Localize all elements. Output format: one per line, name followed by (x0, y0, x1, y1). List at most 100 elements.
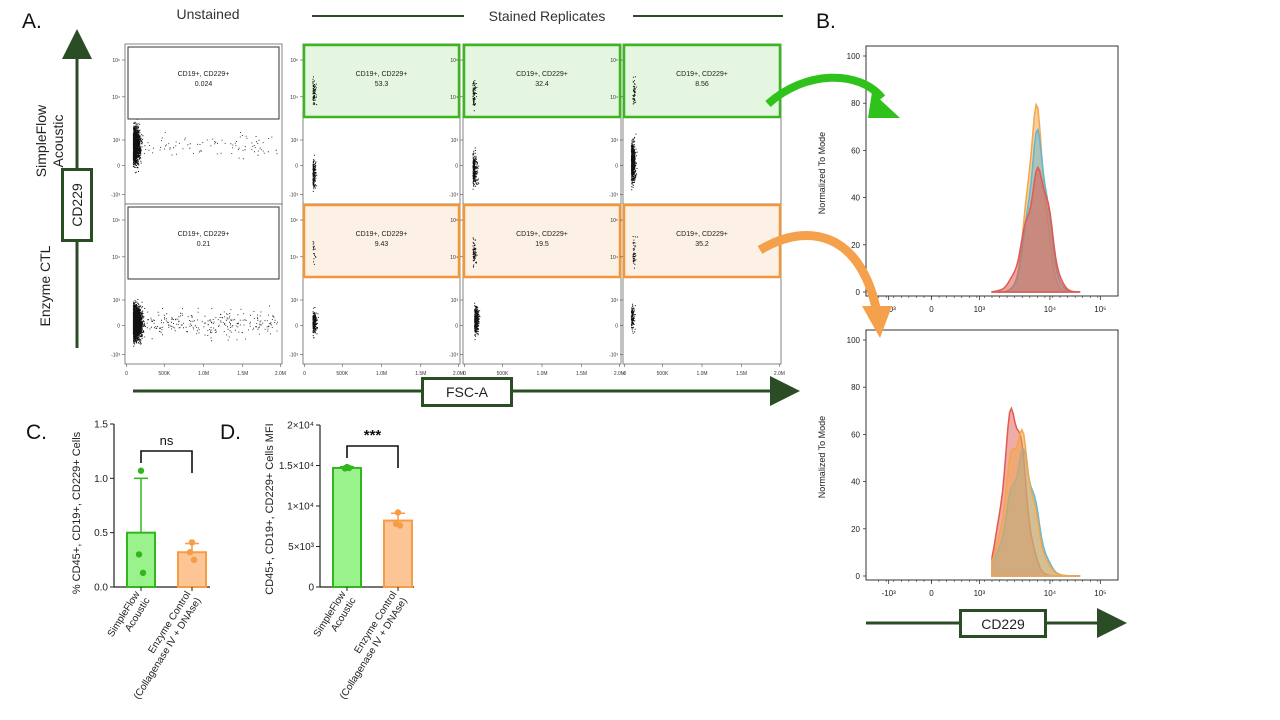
flow-y-tick: -10³ (289, 352, 298, 358)
gate-box (622, 43, 782, 119)
hist-x-tick: 10⁴ (1044, 305, 1057, 314)
flow-y-tick: 10⁴ (450, 95, 458, 101)
bar-chart-d: 05×10³1×10⁴1.5×10⁴2×10⁴SimpleFlowAcousti… (279, 421, 414, 701)
gate-box (462, 203, 622, 279)
header-rule-left (312, 15, 464, 17)
flow-y-tick: 10³ (611, 138, 619, 144)
y-tick-label: 0.5 (94, 528, 108, 539)
green-curved-arrow (765, 73, 886, 108)
significance-label: *** (364, 427, 382, 444)
significance-bracket (346, 445, 399, 468)
gate-percentage: 35.2 (695, 241, 709, 248)
gate-name: CD19+, CD229+ (355, 71, 408, 78)
flow-y-tick: 0 (455, 164, 458, 170)
gate-label: CD19+, CD229+ 9.43 (303, 230, 460, 250)
flow-y-tick: 10³ (451, 138, 459, 144)
y-tick-label: 1.5 (94, 420, 108, 431)
flow-x-tick: 0 (623, 371, 626, 377)
gate-name: CD19+, CD229+ (355, 231, 408, 238)
flow-x-tick: 2.0M (774, 371, 785, 377)
hist-y-tick: 80 (851, 383, 860, 392)
gate-percentage: 19.5 (535, 241, 549, 248)
flow-y-tick: 10⁴ (290, 255, 298, 261)
y-tick-label: 0 (308, 583, 314, 594)
hist-y-tick: 20 (851, 525, 860, 534)
gate-percentage: 9.43 (374, 241, 389, 248)
orange-curved-arrow (757, 231, 881, 309)
data-point (190, 556, 198, 564)
flow-y-tick: 10⁵ (610, 58, 618, 64)
hist-x-tick: 10⁴ (1044, 589, 1057, 598)
data-point (135, 551, 143, 558)
significance-label: ns (160, 433, 174, 448)
gate-box (127, 206, 280, 280)
flow-x-tick: 1.0M (198, 371, 209, 377)
gate-percentage: 0.024 (194, 81, 213, 88)
flow-y-tick: 0 (117, 324, 120, 330)
gate-box (622, 203, 782, 279)
histogram-frame (865, 329, 1119, 581)
flow-y-tick: 0 (615, 164, 618, 170)
flow-plot-r0-c2: 10⁵ 10⁴ 10³ 0 -10³ (449, 43, 622, 205)
gate-name: CD19+, CD229+ (516, 231, 568, 238)
flow-grid: 10⁵ 10⁴ 10³ 0 -10³ 10⁵ 10⁴ 10³ 0 -10³ 10⁵ 10⁴ 10³ 0 -1… (111, 43, 785, 377)
flow-x-tick: 1.5M (576, 371, 587, 377)
flow-x-tick: 0 (303, 371, 306, 377)
chart-c-ylabel: % CD45+, CD19+, CD229+ Cells (71, 431, 83, 595)
flow-x-tick: 500K (497, 371, 509, 377)
flow-y-tick: -10³ (449, 352, 458, 358)
flow-y-tick: 10⁵ (112, 218, 120, 224)
hist-y-tick: 40 (851, 194, 860, 203)
data-point (139, 569, 147, 577)
flow-y-tick: 10⁵ (290, 218, 298, 224)
chart-d-ylabel: CD45+, CD19+, CD229+ Cells MFI (264, 423, 276, 595)
hist-y-tick: 60 (851, 146, 860, 155)
hist-x-tick: 0 (929, 589, 934, 598)
flow-x-tick: 500K (336, 371, 348, 377)
flow-y-tick: 10⁴ (290, 95, 298, 101)
y-tick-label: 2×10⁴ (287, 421, 314, 432)
flow-plots: 10⁵ 10⁴ 10³ 0 -10³ 10⁵ 10⁴ 10³ 0 -10³ 10⁵ 10⁴ 10³ 0 -1… (62, 29, 800, 406)
gate-name: CD19+, CD229+ (516, 71, 568, 78)
gate-label: CD19+, CD229+ 19.5 (463, 230, 621, 250)
flow-y-tick: -10³ (111, 192, 120, 198)
hist-bottom-ylabel: Normalized To Mode (817, 415, 827, 499)
significance-bracket (140, 450, 193, 473)
histogram-frame (865, 45, 1119, 297)
flow-x-tick: 2.0M (614, 371, 625, 377)
data-point (394, 509, 402, 516)
flow-y-tick: -10³ (449, 192, 458, 198)
hist-x-tick: 10³ (974, 589, 986, 598)
gate-percentage: 53.3 (374, 81, 389, 88)
gate-percentage: 32.4 (535, 81, 549, 88)
column-header-stained: Stained Replicates (488, 8, 606, 24)
header-rule-right (633, 15, 783, 17)
flow-x-tick: 1.0M (696, 371, 707, 377)
flow-y-tick: -10³ (609, 352, 618, 358)
gate-name: CD19+, CD229+ (177, 71, 230, 78)
histogram-population (991, 427, 1081, 577)
hist-x-tick: 10⁵ (1094, 589, 1106, 598)
gate-name: CD19+, CD229+ (676, 231, 728, 238)
gate-percentage: 0.21 (196, 241, 211, 248)
gate-label: CD19+, CD229+0.21 (125, 230, 282, 250)
flow-y-tick: 0 (117, 164, 120, 170)
flow-x-tick: 1.0M (376, 371, 387, 377)
hist-y-tick: 0 (856, 572, 861, 581)
hist-y-tick: 0 (856, 288, 861, 297)
flow-y-tick: 10³ (113, 138, 121, 144)
green-arrowhead (868, 92, 900, 118)
panel-letter-d: D. (220, 421, 241, 444)
gate-label: CD19+, CD229+ 0.024 (125, 70, 282, 90)
histogram-x-label-box: CD229 (959, 609, 1047, 638)
gate-box (302, 43, 461, 119)
gate-name: CD19+, CD229+ (676, 71, 728, 78)
flow-y-tick: 0 (295, 324, 298, 330)
flow-y-tick: 10³ (113, 298, 121, 304)
